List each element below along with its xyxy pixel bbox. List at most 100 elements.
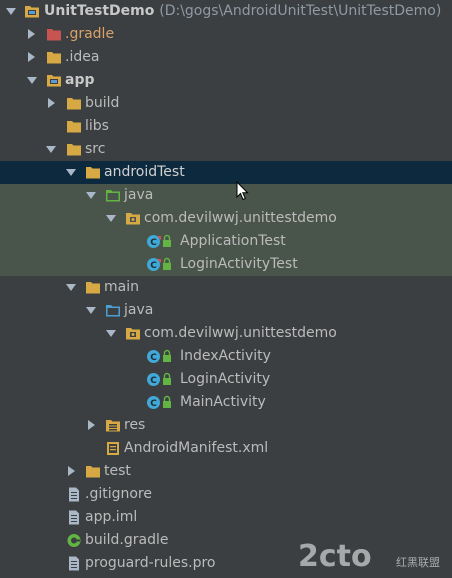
tree-row-login-activity-test[interactable]: C LoginActivityTest [0, 253, 452, 276]
folder-icon [86, 282, 100, 294]
module-folder-icon [47, 75, 61, 87]
class-icon: C [147, 395, 171, 409]
expand-arrow-icon[interactable] [6, 8, 16, 15]
watermark: 2cto 红黑联盟 [296, 538, 446, 574]
expand-arrow-icon[interactable] [28, 52, 35, 62]
tree-row-android-manifest[interactable]: AndroidManifest.xml [0, 437, 452, 460]
test-source-folder-icon [106, 190, 120, 202]
tree-item-label: test [104, 463, 131, 479]
project-path: (D:\gogs\AndroidUnitTest\UnitTestDemo) [159, 3, 442, 19]
tree-item-label: app [65, 72, 95, 88]
tree-row-gradle-dir[interactable]: .gradle [0, 23, 452, 46]
manifest-icon [107, 442, 119, 455]
class-icon: C [147, 372, 171, 386]
expand-arrow-icon[interactable] [48, 98, 55, 108]
tree-row-index-activity[interactable]: C IndexActivity [0, 345, 452, 368]
folder-icon [67, 144, 81, 156]
file-icon [69, 556, 79, 571]
tree-item-label: .gradle [65, 26, 115, 42]
tree-item-label: java [124, 302, 154, 318]
tree-item-label: proguard-rules.pro [85, 555, 216, 571]
expand-arrow-icon[interactable] [46, 146, 56, 153]
expand-arrow-icon[interactable] [86, 192, 96, 199]
tree-item-label: LoginActivityTest [180, 256, 298, 272]
tree-row-main-java[interactable]: java [0, 299, 452, 322]
svg-text:C: C [150, 238, 157, 248]
resources-folder-icon [106, 420, 120, 432]
tree-item-label: AndroidManifest.xml [124, 440, 269, 456]
svg-text:C: C [150, 261, 157, 271]
watermark-logo-icon: 2cto 红黑联盟 [298, 539, 440, 574]
expand-arrow-icon[interactable] [66, 284, 76, 291]
excluded-folder-icon [47, 29, 61, 41]
tree-item-label: IndexActivity [180, 348, 271, 364]
test-class-icon: C [147, 257, 171, 271]
mouse-cursor-icon [236, 181, 249, 201]
expand-arrow-icon[interactable] [68, 466, 75, 476]
tree-item-label: com.devilwwj.unittestdemo [144, 210, 337, 226]
tree-row-test-package[interactable]: com.devilwwj.unittestdemo [0, 207, 452, 230]
tree-item-label: androidTest [104, 164, 185, 180]
tree-row-test[interactable]: test [0, 460, 452, 483]
svg-text:C: C [150, 353, 157, 363]
folder-icon [86, 466, 100, 478]
tree-item-label: main [104, 279, 139, 295]
module-folder-icon [25, 6, 39, 18]
class-icon: C [147, 349, 171, 363]
expand-arrow-icon[interactable] [86, 307, 96, 314]
expand-arrow-icon[interactable] [88, 420, 95, 430]
tree-item-label: build.gradle [85, 532, 169, 548]
expand-arrow-icon[interactable] [27, 77, 37, 84]
tree-row-login-activity[interactable]: C LoginActivity [0, 368, 452, 391]
tree-item-label: app.iml [85, 509, 138, 525]
package-icon [126, 328, 140, 340]
tree-row-android-test[interactable]: androidTest [0, 161, 452, 184]
tree-row-app[interactable]: app [0, 69, 452, 92]
tree-item-label: MainActivity [180, 394, 266, 410]
gradle-icon [67, 534, 81, 547]
folder-icon [67, 121, 81, 133]
tree-item-label: res [124, 417, 146, 433]
tree-row-build-gradle[interactable]: build.gradle [0, 529, 452, 552]
tree-item-label: .idea [65, 49, 100, 65]
tree-row-gitignore[interactable]: .gitignore [0, 483, 452, 506]
folder-icon [47, 52, 61, 64]
project-name: UnitTestDemo [44, 3, 155, 19]
watermark-text: 2cto [298, 539, 372, 574]
project-root-label: UnitTestDemo (D:\gogs\AndroidUnitTest\Un… [44, 0, 441, 23]
expand-arrow-icon[interactable] [106, 330, 116, 337]
tree-row-root[interactable]: UnitTestDemo (D:\gogs\AndroidUnitTest\Un… [0, 0, 452, 23]
tree-row-main-activity[interactable]: C MainActivity [0, 391, 452, 414]
watermark-subtext: 红黑联盟 [396, 556, 440, 569]
tree-row-app-iml[interactable]: app.iml [0, 506, 452, 529]
expand-arrow-icon[interactable] [106, 215, 116, 222]
package-icon [126, 213, 140, 225]
tree-item-label: libs [85, 118, 109, 134]
svg-text:C: C [150, 376, 157, 386]
expand-arrow-icon[interactable] [66, 169, 76, 176]
tree-item-label: java [124, 187, 154, 203]
tree-item-label: com.devilwwj.unittestdemo [144, 325, 337, 341]
tree-row-build[interactable]: build [0, 92, 452, 115]
svg-text:C: C [150, 399, 157, 409]
tree-row-application-test[interactable]: C ApplicationTest [0, 230, 452, 253]
test-class-icon: C [147, 234, 171, 248]
source-folder-icon [106, 305, 120, 317]
tree-row-proguard-rules[interactable]: proguard-rules.pro [0, 552, 452, 575]
tree-row-src[interactable]: src [0, 138, 452, 161]
tree-item-label: build [85, 95, 120, 111]
expand-arrow-icon[interactable] [28, 29, 35, 39]
file-icon [69, 510, 79, 525]
tree-row-main-package[interactable]: com.devilwwj.unittestdemo [0, 322, 452, 345]
tree-row-libs[interactable]: libs [0, 115, 452, 138]
tree-row-res[interactable]: res [0, 414, 452, 437]
tree-row-idea[interactable]: .idea [0, 46, 452, 69]
folder-icon [86, 167, 100, 179]
tree-row-main[interactable]: main [0, 276, 452, 299]
tree-item-label: ApplicationTest [180, 233, 286, 249]
tree-row-test-java[interactable]: java [0, 184, 452, 207]
tree-item-label: LoginActivity [180, 371, 271, 387]
tree-item-label: .gitignore [85, 486, 152, 502]
tree-item-label: src [85, 141, 106, 157]
